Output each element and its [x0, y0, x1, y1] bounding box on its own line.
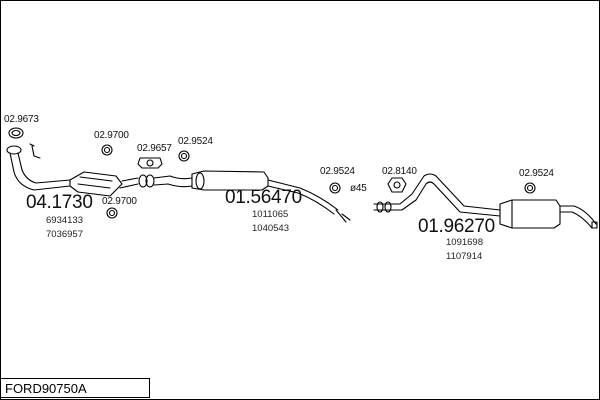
oe-number-rear-silencer-2: 1107914: [446, 251, 483, 262]
rear-pipe-drawing: [373, 173, 598, 229]
set-code-box: FORD90750A: [0, 378, 150, 398]
label-gasket-flange: 02.9657: [137, 143, 172, 154]
label-clamp-front-top: 02.9700: [94, 130, 129, 141]
gasket-flange-drawing: [137, 157, 163, 169]
label-clamp-middle: 02.9524: [178, 136, 213, 147]
label-clamp-rear-front: 02.9524: [320, 166, 355, 177]
oe-number-front-pipe-2: 7036957: [46, 229, 83, 240]
clamp-tail-drawing: [524, 182, 536, 194]
part-number-middle-silencer: 01.56470: [225, 187, 302, 208]
oe-number-rear-silencer-1: 1091698: [446, 237, 483, 248]
clamp-front-top-drawing: [101, 144, 113, 156]
middle-pipe-drawing: [138, 170, 351, 223]
set-code-label: FORD90750A: [5, 381, 87, 396]
hanger-drawing: [387, 177, 407, 193]
oe-number-middle-silencer-2: 1040543: [252, 223, 289, 234]
clamp-front-bottom-drawing: [106, 207, 118, 219]
part-number-front-pipe: 04.1730: [26, 192, 93, 213]
label-clamp-tail: 02.9524: [519, 168, 554, 179]
label-diameter: ø45: [350, 183, 367, 194]
label-clamp-front-bottom: 02.9700: [102, 196, 137, 207]
label-gasket-ring: 02.9673: [4, 114, 39, 125]
gasket-ring-drawing: [8, 127, 24, 139]
clamp-middle-drawing: [178, 150, 190, 162]
label-hanger: 02.8140: [382, 166, 417, 177]
oe-number-front-pipe-1: 6934133: [46, 215, 83, 226]
front-pipe-drawing: [6, 145, 139, 197]
clamp-rear-front-drawing: [329, 182, 341, 194]
part-number-rear-silencer: 01.96270: [418, 216, 495, 237]
oe-number-middle-silencer-1: 1011065: [252, 209, 289, 220]
sensor-drawing: [29, 143, 41, 159]
